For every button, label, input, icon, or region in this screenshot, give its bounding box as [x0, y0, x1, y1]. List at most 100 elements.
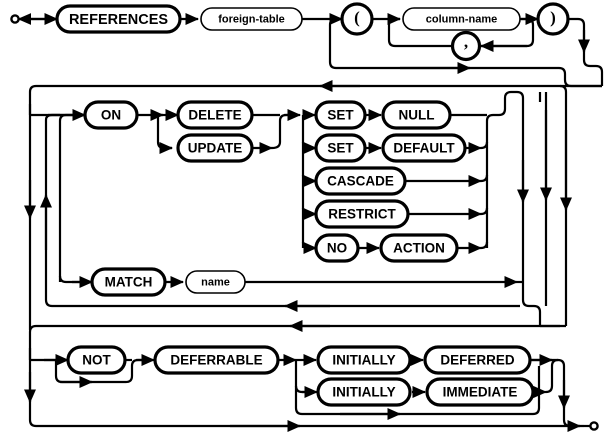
rail-wrap-to-left [28, 84, 602, 104]
rail-rparen-to-right [568, 17, 604, 86]
deferrable-label: DEFERRABLE [170, 353, 262, 368]
rail-du-choice [156, 115, 172, 150]
rail-comma-loop-right [481, 17, 535, 48]
lparen-label: ( [354, 8, 360, 27]
node-not[interactable]: NOT [66, 345, 127, 375]
null-box [381, 100, 452, 130]
column-name-label: column-name [426, 13, 498, 25]
rail-outer-right-bus [559, 84, 568, 326]
initially-immediate-label: INITIALLY [332, 385, 395, 400]
node-comma[interactable]: , [450, 30, 482, 62]
node-restrict[interactable]: RESTRICT [314, 199, 410, 229]
rparen-circle [536, 2, 570, 36]
node-update[interactable]: UPDATE [176, 133, 254, 163]
start-circle-icon [10, 14, 20, 24]
rail-to-initially2 [294, 385, 312, 394]
foreign-table-box [200, 7, 303, 31]
delete-box [176, 100, 254, 130]
node-initially-deferred[interactable]: INITIALLY [316, 345, 412, 375]
not-box [66, 345, 127, 375]
match-box [90, 267, 167, 297]
node-null[interactable]: NULL [381, 100, 452, 130]
row-on-match-rails [23, 84, 573, 330]
default-label: DEFAULT [393, 141, 455, 156]
node-deferrable[interactable]: DEFERRABLE [153, 345, 280, 375]
references-box [55, 4, 182, 34]
action-box [379, 233, 459, 263]
node-action[interactable]: ACTION [379, 233, 459, 263]
rail-wrap2 [28, 324, 566, 348]
deferred-label: DEFERRED [440, 353, 515, 368]
node-foreign-table[interactable]: foreign-table [200, 7, 303, 31]
on-box [83, 100, 139, 130]
node-no[interactable]: NO [314, 233, 360, 263]
rail-initially-bypass-merge [420, 366, 541, 416]
action-label: ACTION [393, 241, 445, 256]
node-default[interactable]: DEFAULT [381, 133, 467, 163]
immediate-box [425, 377, 535, 407]
on-label: ON [101, 108, 121, 123]
initially-deferred-box [316, 345, 412, 375]
deferrable-box [153, 345, 280, 375]
node-on[interactable]: ON [83, 100, 139, 130]
node-rparen[interactable]: ) [536, 2, 570, 36]
node-delete[interactable]: DELETE [176, 100, 254, 130]
rail-not-bypass-merge [125, 358, 150, 384]
null-label: NULL [399, 108, 435, 123]
node-set-null[interactable]: SET [314, 100, 367, 130]
rail-repeat-bottom [44, 299, 520, 308]
column-name-box [402, 7, 521, 31]
wrap-row2-to-row3 [28, 319, 566, 348]
name-label: name [201, 276, 230, 288]
node-match[interactable]: MATCH [90, 267, 167, 297]
match-label: MATCH [105, 275, 153, 290]
node-set-default[interactable]: SET [314, 133, 367, 163]
rail-initially-bypass [294, 360, 420, 416]
row-deferrable-rails [23, 348, 599, 433]
cascade-label: CASCADE [327, 174, 394, 189]
no-box [314, 233, 360, 263]
foreign-table-label: foreign-table [218, 13, 285, 25]
node-name[interactable]: name [185, 270, 246, 294]
update-box [176, 133, 254, 163]
rail-repeat-top [44, 113, 60, 121]
node-deferred[interactable]: DEFERRED [423, 345, 532, 375]
initially-immediate-box [316, 377, 412, 407]
node-cascade[interactable]: CASCADE [314, 166, 407, 196]
node-lparen[interactable]: ( [340, 2, 374, 36]
lparen-circle [340, 2, 374, 36]
not-label: NOT [82, 353, 111, 368]
restrict-label: RESTRICT [328, 207, 396, 222]
name-box [185, 270, 246, 294]
set-default-box [314, 133, 367, 163]
rail-choice-to-match [58, 275, 92, 284]
cascade-box [314, 166, 407, 196]
set-null-label: SET [327, 108, 354, 123]
rail-bypass-merge-2 [563, 74, 572, 88]
comma-label: , [464, 32, 468, 51]
references-label: REFERENCES [69, 12, 168, 28]
rail-on-branch-out [498, 90, 525, 282]
update-label: UPDATE [188, 141, 243, 156]
rparen-label: ) [550, 8, 556, 27]
immediate-label: IMMEDIATE [443, 385, 518, 400]
set-default-label: SET [327, 141, 354, 156]
no-label: NO [327, 241, 347, 256]
rail-action-merge-top [485, 113, 499, 122]
rail-row3-outer-bypass [28, 348, 548, 428]
initially-deferred-label: INITIALLY [332, 353, 395, 368]
set-null-box [314, 100, 367, 130]
node-initially-immediate[interactable]: INITIALLY [316, 377, 412, 407]
rail-immediate-merge [545, 358, 559, 394]
default-box [381, 133, 467, 163]
node-column-name[interactable]: column-name [402, 7, 521, 31]
rail-comma-loop-left [387, 17, 451, 48]
rail-bypass-merge [558, 66, 567, 75]
end-circle-icon [589, 421, 599, 431]
rail-update-merge [271, 113, 298, 150]
rail-group-out [521, 282, 542, 326]
node-immediate[interactable]: IMMEDIATE [425, 377, 535, 407]
node-references[interactable]: REFERENCES [55, 4, 182, 34]
